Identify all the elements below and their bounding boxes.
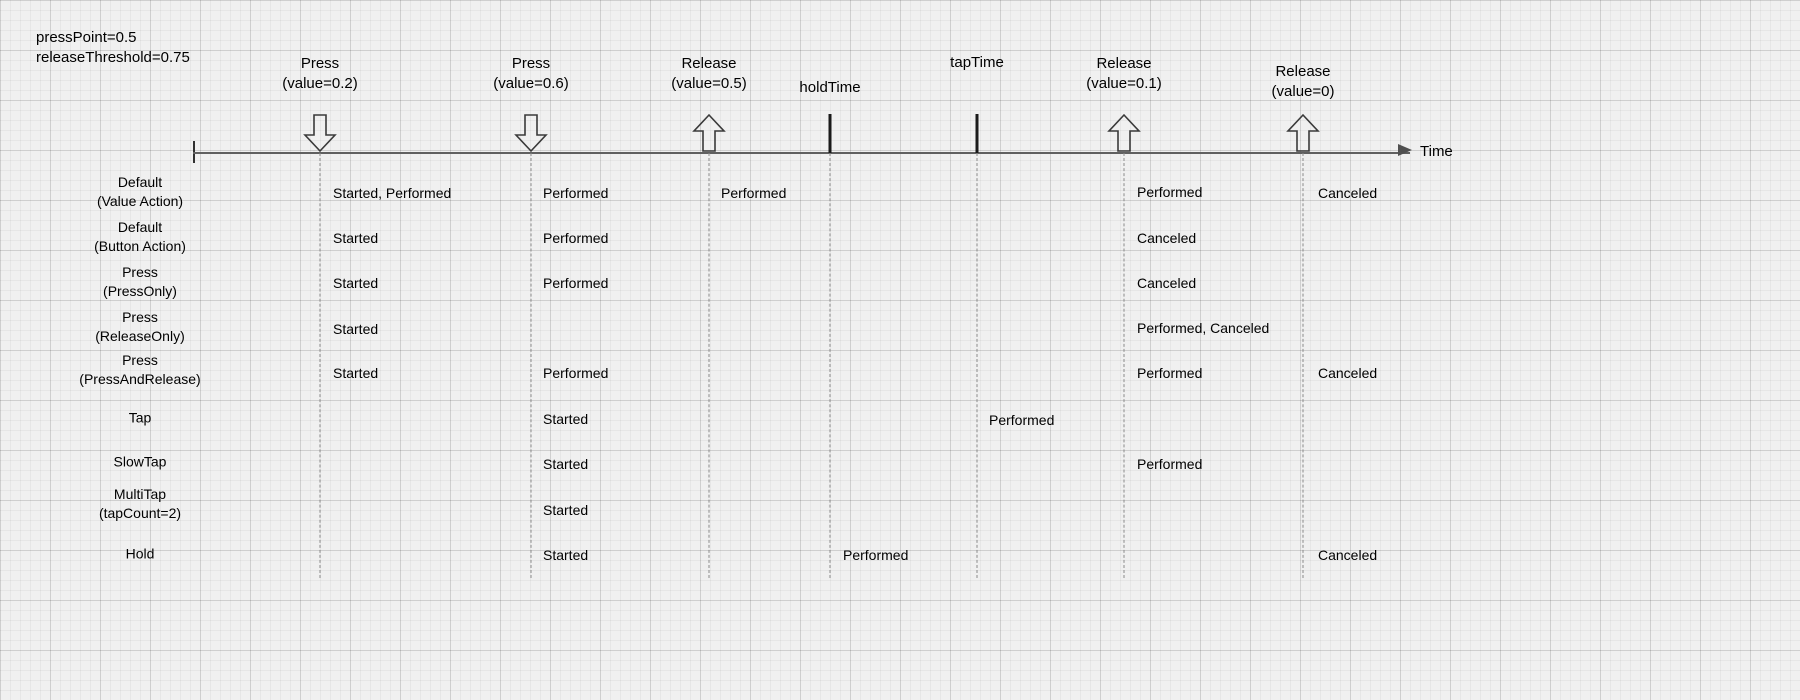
time-axis-line (193, 152, 1410, 154)
phase-cell: Performed (543, 365, 609, 381)
press-arrow-down-icon (511, 113, 551, 153)
phase-cell: Started, Performed (333, 185, 452, 201)
phase-cell: Performed (721, 185, 787, 201)
guide-line-release-2 (1123, 153, 1125, 578)
guide-line-press-2 (530, 153, 532, 578)
release-arrow-up-icon (689, 113, 729, 153)
guide-line-press-1 (319, 153, 321, 578)
phase-cell: Performed (1137, 365, 1203, 381)
release-arrow-up-icon (1104, 113, 1144, 153)
time-threshold-tick (828, 114, 832, 153)
phase-cell: Canceled (1137, 230, 1197, 246)
event-caption-release-1: Release (value=0.5) (671, 55, 747, 92)
phase-cell: Started (543, 411, 589, 427)
row-label-2: Press (PressOnly) (103, 264, 177, 299)
phase-cell: Started (333, 230, 379, 246)
parameters-annotation: pressPoint=0.5 releaseThreshold=0.75 (36, 29, 190, 66)
phase-cell: Performed (989, 412, 1055, 428)
event-caption-tap-time: tapTime (950, 54, 1004, 71)
phase-cell: Canceled (1137, 275, 1197, 291)
row-label-8: Hold (125, 545, 155, 562)
phase-cell: Started (333, 365, 379, 381)
time-threshold-tick (975, 114, 979, 153)
guide-line-release-1 (708, 153, 710, 578)
phase-cell: Performed, Canceled (1137, 320, 1270, 336)
press-arrow-down-icon (300, 113, 340, 153)
row-label-3: Press (ReleaseOnly) (95, 309, 185, 344)
event-caption-hold-time: holdTime (799, 79, 861, 96)
phase-cell: Performed (543, 275, 609, 291)
event-caption-press-1: Press (value=0.2) (282, 55, 358, 92)
phase-cell: Canceled (1318, 365, 1378, 381)
phase-cell: Performed (543, 185, 609, 201)
phase-cell: Canceled (1318, 185, 1378, 201)
phase-cell: Started (543, 502, 589, 518)
guide-line-release-3 (1302, 153, 1304, 578)
time-axis-arrowhead-icon (1398, 144, 1412, 156)
phase-cell: Started (543, 547, 589, 563)
time-axis-label: Time (1420, 143, 1453, 160)
row-label-4: Press (PressAndRelease) (79, 352, 201, 387)
guide-line-hold-time (829, 153, 831, 578)
phase-cell: Started (333, 275, 379, 291)
phase-cell: Performed (1137, 456, 1203, 472)
phase-cell: Started (543, 456, 589, 472)
phase-cell: Started (333, 321, 379, 337)
release-arrow-up-icon (1283, 113, 1323, 153)
phase-cell: Performed (1137, 184, 1203, 200)
event-caption-press-2: Press (value=0.6) (493, 55, 569, 92)
row-label-5: Tap (128, 409, 152, 426)
phase-cell: Performed (543, 230, 609, 246)
row-label-1: Default (Button Action) (94, 219, 186, 254)
phase-cell: Performed (843, 547, 909, 563)
event-caption-release-2: Release (value=0.1) (1086, 55, 1162, 92)
guide-line-tap-time (976, 153, 978, 578)
row-label-7: MultiTap (tapCount=2) (98, 486, 182, 521)
row-label-6: SlowTap (113, 453, 167, 470)
row-label-0: Default (Value Action) (96, 174, 184, 209)
phase-cell: Canceled (1318, 547, 1378, 563)
event-caption-release-3: Release (value=0) (1271, 63, 1335, 100)
